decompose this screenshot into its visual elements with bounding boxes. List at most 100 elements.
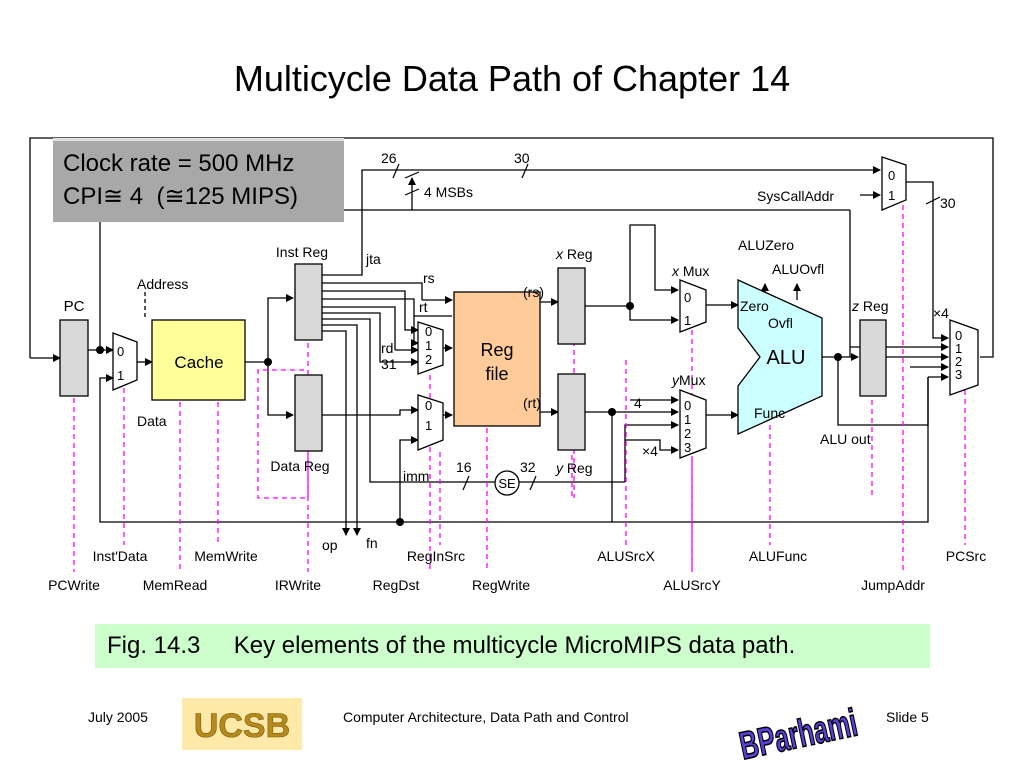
bits16-label: 16: [456, 459, 472, 475]
alu-ovfl-label: Ovfl: [768, 315, 793, 331]
rd-label: rd: [381, 340, 393, 356]
address-label: Address: [137, 276, 188, 292]
rt-label: rt: [419, 299, 428, 315]
inst-reg-label: Inst Reg: [276, 244, 328, 260]
ymux-in1: 1: [684, 412, 691, 427]
se-label: SE: [498, 476, 516, 491]
pcsrc-mux-in0: 0: [955, 328, 962, 343]
rs-label: rs: [423, 270, 435, 286]
figure-number: Fig. 14.3: [107, 632, 201, 659]
const4-label: 4: [634, 395, 642, 411]
signal-regdst: RegDst: [373, 577, 420, 593]
signal-alusrcx: ALUSrcX: [597, 548, 655, 564]
cache-block: [151, 319, 246, 401]
cache-label: Cache: [174, 353, 223, 372]
footer-date: July 2005: [88, 709, 148, 725]
signal-irwrite: IRWrite: [275, 577, 321, 593]
x-reg-label: x Reg: [555, 246, 593, 262]
y-reg-label: y Reg: [555, 460, 593, 476]
signal-pcsrc: PCSrc: [946, 548, 986, 564]
fn-label: fn: [366, 535, 378, 551]
signal-inst-data: Inst′Data: [93, 548, 148, 564]
clock-rate-box: Clock rate = 500 MHz CPI≅ 4 (≅125 MIPS): [53, 138, 344, 222]
ymux-in3: 3: [684, 440, 691, 455]
addr-mux-in1: 1: [117, 368, 124, 383]
footer-slide-number: Slide 5: [886, 709, 929, 725]
regdst-mux-in0: 0: [425, 324, 432, 339]
jump-addr-mux: [881, 156, 907, 211]
xmux-in1: 1: [684, 313, 691, 328]
rt-value-label: (rt): [523, 395, 541, 411]
regdst-mux-in2: 2: [425, 352, 432, 367]
data-reg-label: Data Reg: [270, 458, 329, 474]
pcsrc-mux-in1: 1: [955, 341, 962, 356]
data-register: [294, 374, 323, 452]
pcsrc-mux-in3: 3: [955, 367, 962, 382]
alu-ovfl-out-label: ALUOvfl: [772, 261, 824, 277]
reg-file-label-1: Reg: [480, 340, 513, 360]
op-label: op: [322, 537, 338, 553]
cpi-line: CPI≅ 4 (≅125 MIPS): [63, 183, 298, 210]
reg-in-src-mux: [417, 394, 444, 451]
svg-text:UCSB: UCSB: [194, 707, 290, 745]
data-label: Data: [137, 413, 167, 429]
bits30-right-label: 30: [940, 195, 956, 211]
const31-label: 31: [381, 356, 397, 372]
y-mux: [679, 389, 707, 459]
z-reg-label: z Reg: [851, 298, 889, 314]
times4-y-label: ×4: [642, 443, 658, 459]
junction-dots: [96, 302, 842, 526]
rs-value-label: (rs): [523, 284, 544, 300]
reginsrc-mux-in0: 0: [425, 398, 432, 413]
alu-label: ALU: [767, 347, 806, 369]
z-register: [859, 319, 887, 397]
y-register: [557, 373, 586, 451]
reginsrc-mux-in1: 1: [425, 418, 432, 433]
bits26-label: 26: [381, 150, 397, 166]
msbs-label: 4 MSBs: [424, 184, 473, 200]
ucsb-logo: UCSB: [182, 698, 302, 750]
sign-extend-unit: [494, 470, 520, 496]
signal-regwrite: RegWrite: [472, 577, 530, 593]
pc-register: [59, 319, 89, 397]
bits30-top-label: 30: [514, 150, 530, 166]
signal-memwrite: MemWrite: [194, 548, 258, 564]
address-mux: [112, 332, 138, 391]
ymux-in2: 2: [684, 426, 691, 441]
reg-dst-mux: [417, 321, 444, 375]
jta-label: jta: [365, 251, 381, 267]
ymux-in0: 0: [684, 398, 691, 413]
x-mux: [679, 279, 707, 333]
y-mux-label: yMux: [671, 372, 705, 388]
jumpmux-in1: 1: [888, 188, 895, 203]
signal-alufunc: ALUFunc: [749, 548, 807, 564]
clock-rate-line: Clock rate = 500 MHz: [63, 150, 295, 177]
imm-label: imm: [403, 468, 429, 484]
register-file: [453, 291, 541, 427]
footer-course: Computer Architecture, Data Path and Con…: [343, 709, 629, 725]
signal-pcwrite: PCWrite: [48, 577, 100, 593]
xmux-in0: 0: [684, 290, 691, 305]
figure-caption-text: Key elements of the multicycle MicroMIPS…: [233, 632, 796, 659]
alu-out-label: ALU out: [820, 431, 871, 447]
syscall-label: SysCallAddr: [757, 188, 834, 204]
regdst-mux-in1: 1: [425, 338, 432, 353]
x-register: [557, 267, 586, 345]
times4-pc-label: ×4: [933, 305, 949, 321]
pc-label: PC: [64, 298, 85, 315]
slide-title: Multicycle Data Path of Chapter 14: [233, 58, 791, 99]
svg-text:BParhami: BParhami: [736, 700, 862, 768]
reg-file-label-2: file: [485, 364, 508, 384]
alu-block: [737, 278, 823, 436]
alu-zero-label: Zero: [740, 298, 769, 314]
alu-func-label: Func: [754, 405, 785, 421]
alu-zero-out-label: ALUZero: [738, 237, 794, 253]
author-logo: BParhami: [735, 699, 862, 768]
figure-caption: Fig. 14.3 Key elements of the multicycle…: [95, 624, 930, 668]
pcsrc-mux-in2: 2: [955, 354, 962, 369]
addr-mux-in0: 0: [117, 344, 124, 359]
signal-memread: MemRead: [143, 577, 208, 593]
wires: [29, 137, 994, 536]
bus-width-ticks: [392, 163, 941, 491]
